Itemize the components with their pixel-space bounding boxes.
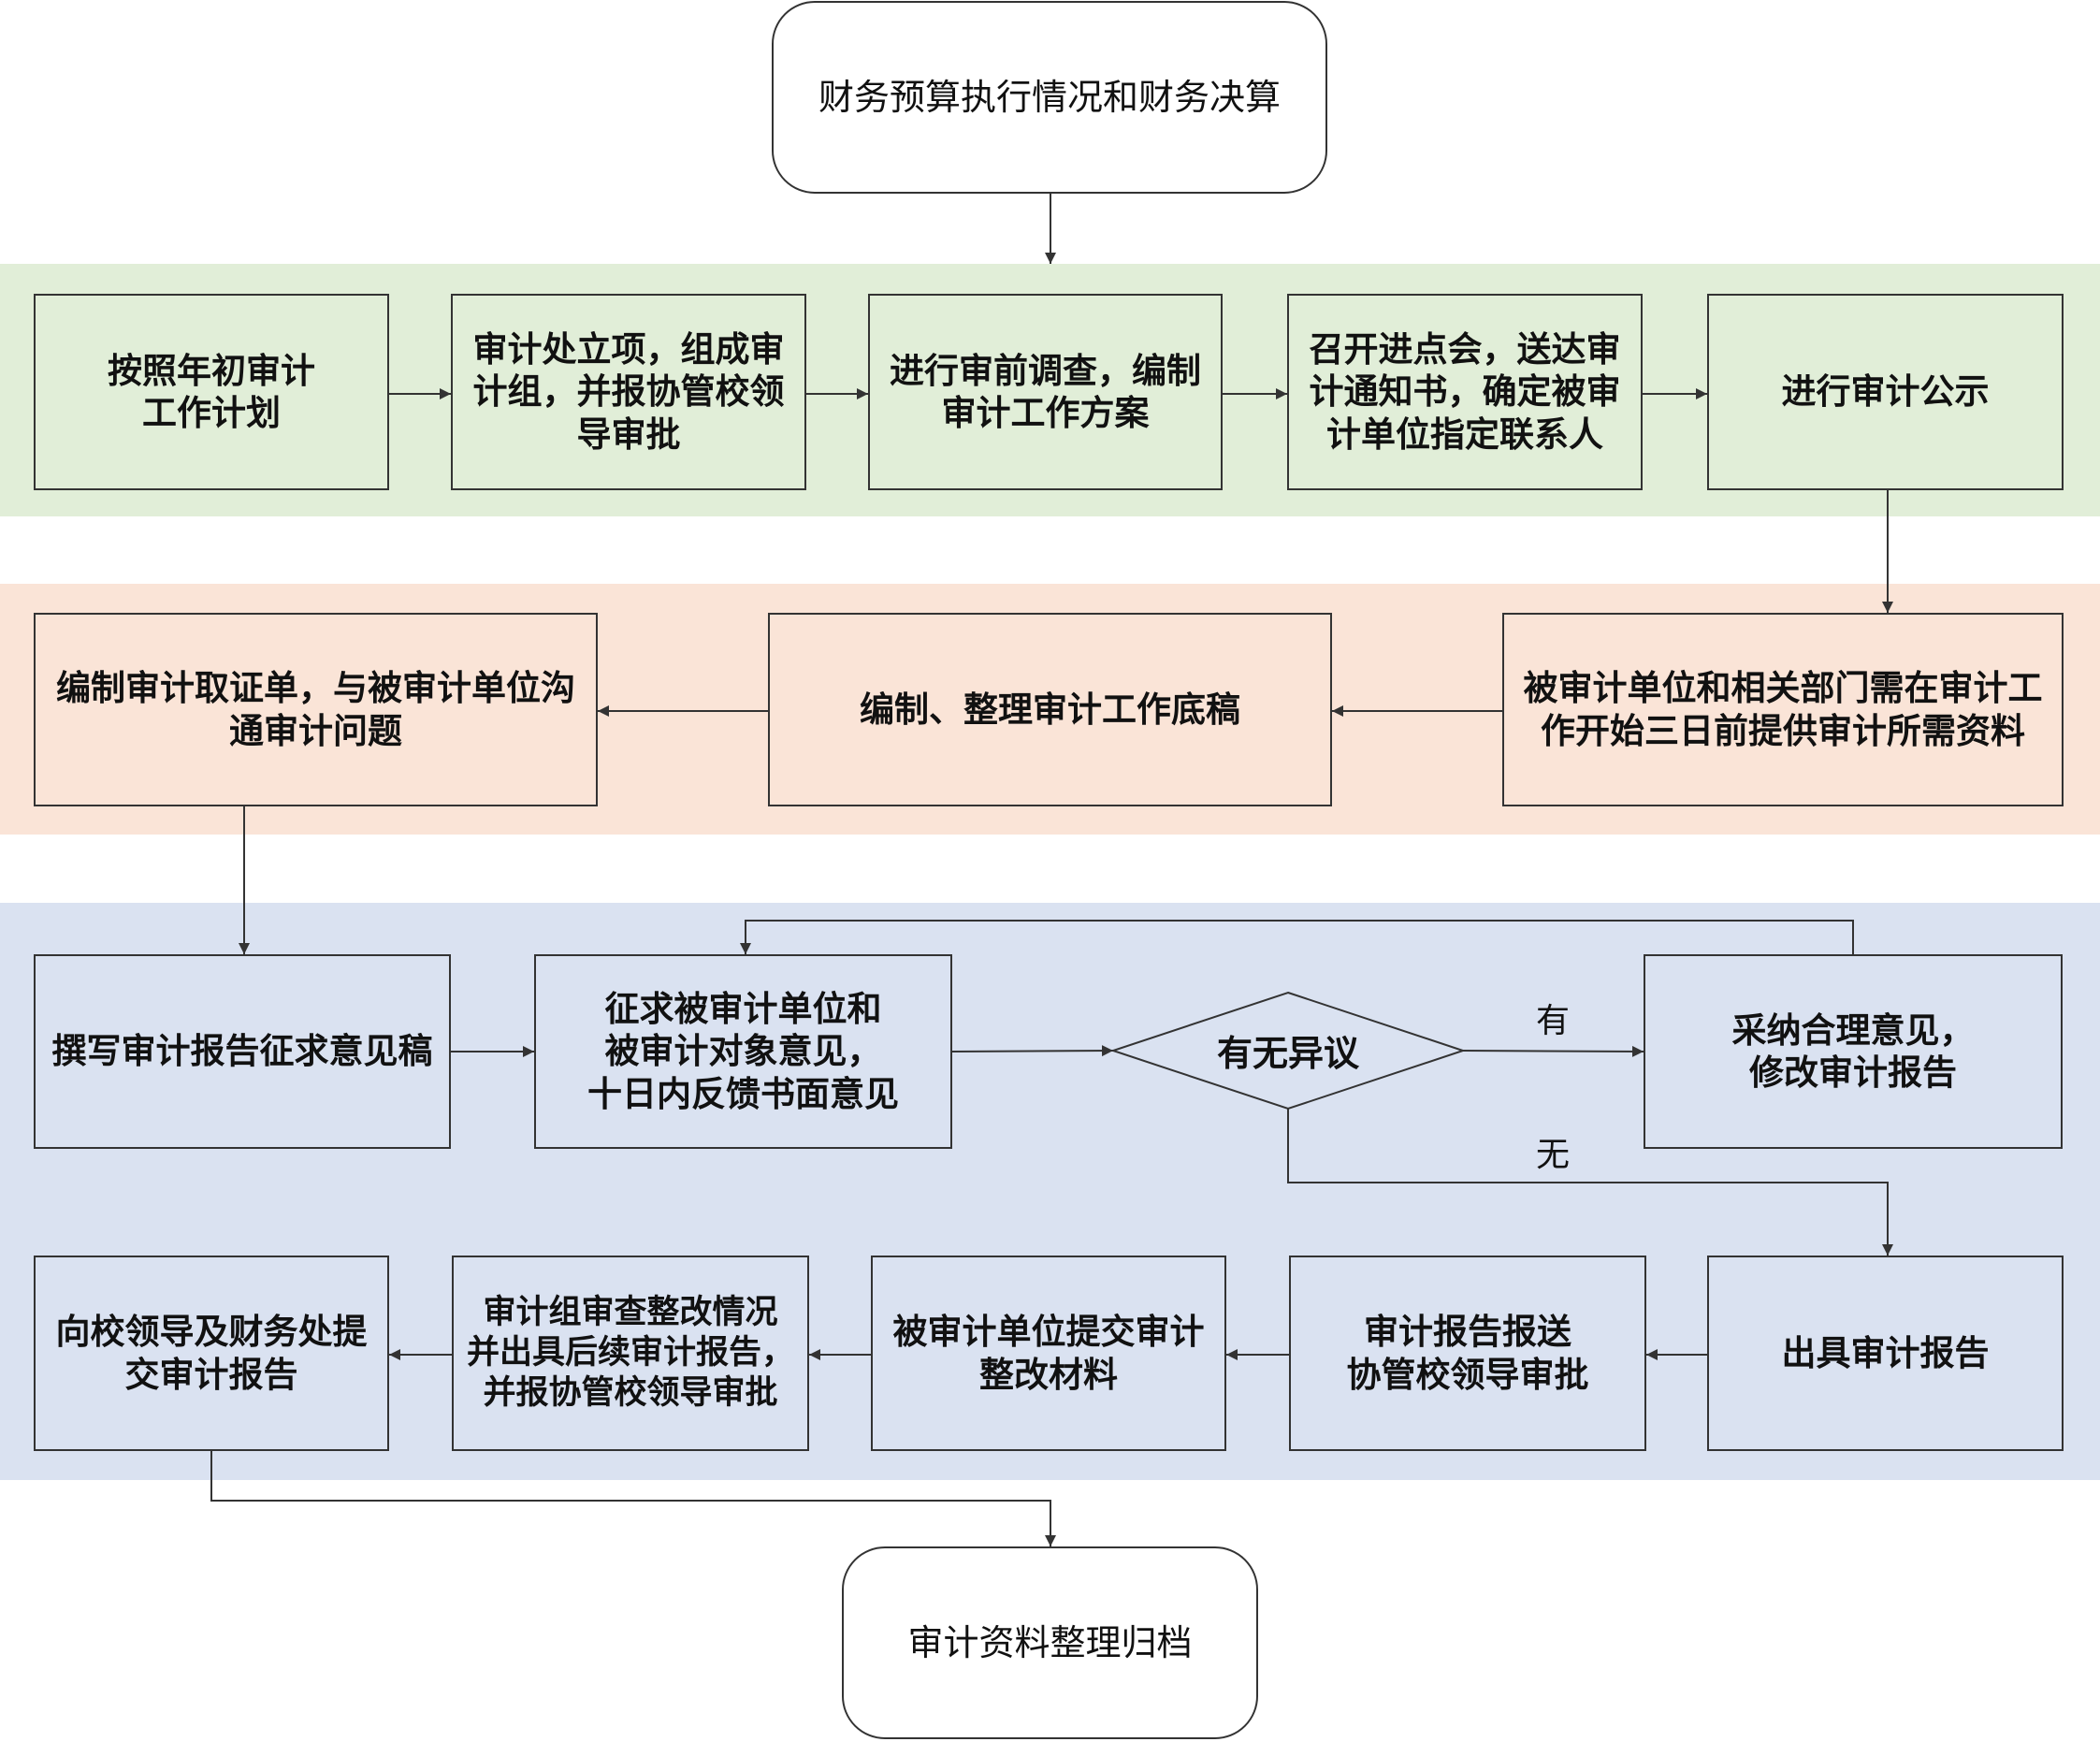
branch-label-yes: 有 — [1536, 1002, 1571, 1040]
step-working-papers: 编制、整理审计工作底稿 — [768, 613, 1332, 806]
step-rectification-materials: 被审计单位提交审计 整改材料 — [871, 1256, 1226, 1451]
step-pre-audit-survey: 进行审前调查，编制 审计工作方案 — [868, 294, 1223, 490]
decision-label: 有无异议 — [1216, 1031, 1359, 1074]
step-review-rectification: 审计组审查整改情况 并出具后续审计报告， 并报协管校领导审批 — [452, 1256, 809, 1451]
step-audit-publicity: 进行审计公示 — [1707, 294, 2064, 490]
step-draft-report: 撰写审计报告征求意见稿 — [34, 954, 451, 1149]
arrow-submit-to-end — [210, 1451, 1056, 1546]
arrow-solicit-to-decision — [951, 1045, 1114, 1057]
step-provide-materials: 被审计单位和相关部门需在审计工 作开始三日前提供审计所需资料 — [1502, 613, 2064, 806]
step-solicit-opinions: 征求被审计单位和 被审计对象意见， 十日内反馈书面意见 — [534, 954, 952, 1149]
step-adopt-opinions: 采纳合理意见， 修改审计报告 — [1644, 954, 2063, 1149]
arrow-adopt-back-to-solicit — [740, 920, 1854, 954]
step-evidence-sheet: 编制审计取证单，与被审计单位沟 通审计问题 — [34, 613, 598, 806]
step-issue-report: 出具审计报告 — [1707, 1256, 2064, 1451]
end-terminal: 审计资料整理归档 — [842, 1546, 1258, 1739]
step-project-setup: 审计处立项，组成审 计组，并报协管校领 导审批 — [451, 294, 806, 490]
decision-diamond — [1109, 991, 1467, 1111]
step-entry-meeting: 召开进点会，送达审 计通知书，确定被审 计单位指定联系人 — [1287, 294, 1643, 490]
step-send-for-approval: 审计报告报送 协管校领导审批 — [1289, 1256, 1646, 1451]
branch-label-no: 无 — [1536, 1136, 1571, 1174]
start-terminal: 财务预算执行情况和财务决算 — [772, 1, 1327, 194]
arrow-decision-to-adopt — [1462, 1045, 1644, 1057]
arrow-decision-no-to-issue — [1287, 1109, 1893, 1256]
step-submit-report: 向校领导及财务处提 交审计报告 — [34, 1256, 389, 1451]
step-annual-audit-plan: 按照年初审计 工作计划 — [34, 294, 389, 490]
